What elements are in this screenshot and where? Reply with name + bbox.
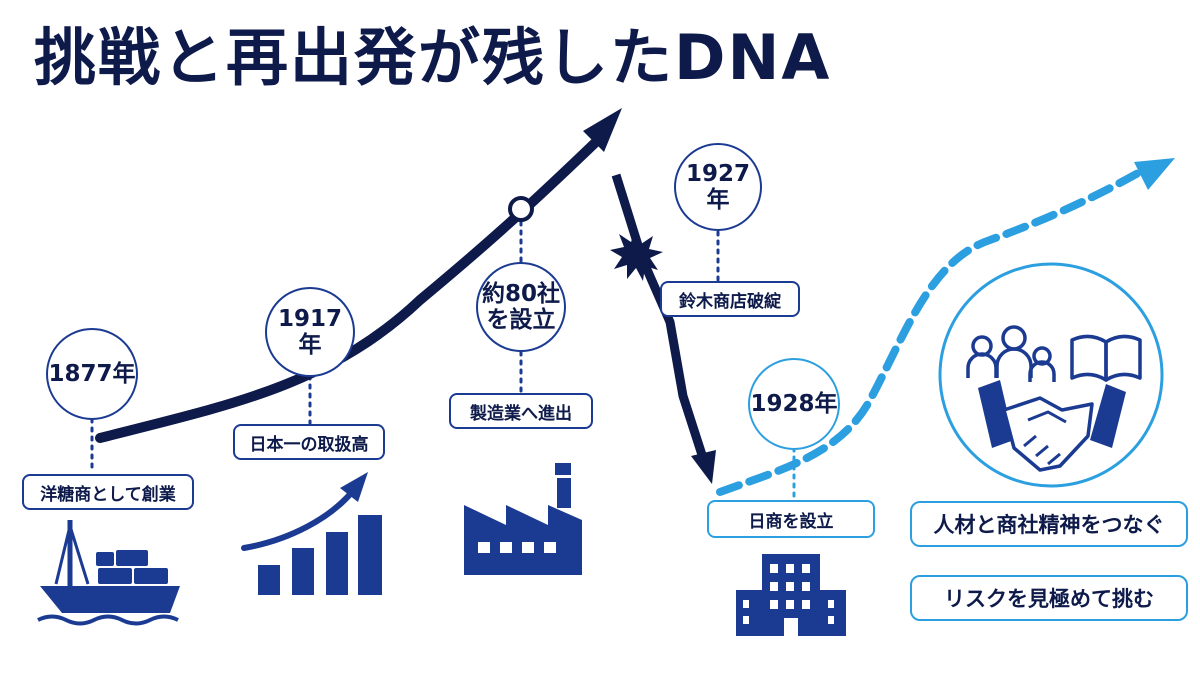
year-circle-1928: 1928年 xyxy=(748,358,840,450)
year-1927: 1927年 xyxy=(685,160,750,213)
year-circle-80: 約80社 を設立 xyxy=(476,262,566,352)
factory-icon xyxy=(464,463,582,575)
label-1927: 鈴木商店破綻 xyxy=(660,281,800,317)
recovery-arrow-head xyxy=(1134,158,1175,190)
growth-arrow-head xyxy=(583,108,622,152)
label-80: 製造業へ進出 xyxy=(449,393,593,429)
year-1877: 1877年 xyxy=(48,360,136,387)
legacy-item-2: リスクを見極めて挑む xyxy=(910,575,1188,621)
year-1928: 1928年 xyxy=(750,390,838,417)
office-building-icon xyxy=(736,554,846,636)
collapse-arrow-head xyxy=(691,450,716,484)
year-1917: 1917年 xyxy=(277,305,342,358)
companies-count-line2: を設立 xyxy=(486,307,556,333)
open-book-icon xyxy=(1070,334,1142,382)
year-circle-1877: 1877年 xyxy=(46,328,138,420)
companies-count-line1: 約80社 xyxy=(481,280,560,307)
page-title: 挑戦と再出発が残したDNA xyxy=(34,21,832,94)
label-1917: 日本一の取扱高 xyxy=(233,424,385,460)
ship-icon xyxy=(37,520,180,626)
collapse-line xyxy=(611,173,708,460)
handshake-icon xyxy=(978,380,1126,472)
recovery-curve xyxy=(716,168,1144,496)
growth-curve-node xyxy=(508,196,534,222)
label-1928: 日商を設立 xyxy=(707,500,875,538)
growth-chart-icon xyxy=(241,472,382,595)
explosion-icon xyxy=(610,232,663,281)
year-circle-1927: 1927年 xyxy=(674,143,762,231)
year-circle-1917: 1917年 xyxy=(265,287,355,377)
label-1877: 洋糖商として創業 xyxy=(22,474,194,510)
people-icon xyxy=(966,325,1056,382)
legacy-item-1: 人材と商社精神をつなぐ xyxy=(910,501,1188,547)
